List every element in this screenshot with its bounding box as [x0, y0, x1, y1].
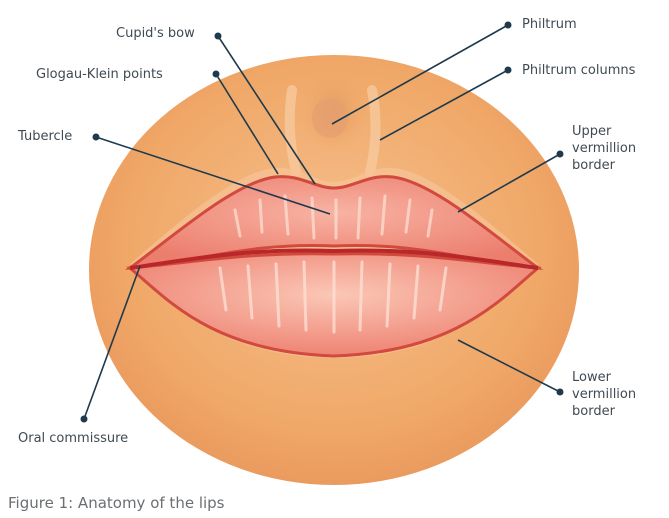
- lower-lip-texture: [218, 260, 448, 334]
- dot-tubercle: [92, 133, 100, 141]
- figure-caption: Figure 1: Anatomy of the lips: [8, 494, 225, 512]
- label-oral-commissure: Oral commissure: [18, 431, 129, 446]
- leader-lines: [83, 24, 561, 420]
- label-cupids-bow: Cupid's bow: [116, 26, 195, 41]
- label-philtrum: Philtrum: [522, 17, 577, 32]
- label-glogau-klein: Glogau-Klein points: [36, 67, 163, 82]
- upper-lip-texture: [233, 194, 434, 240]
- leader-lower-vermillion: [457, 339, 561, 393]
- label-philtrum-columns: Philtrum columns: [522, 63, 636, 78]
- dot-oral-commissure: [80, 415, 88, 423]
- leader-tubercle: [95, 136, 331, 215]
- dot-cupids-bow: [214, 32, 222, 40]
- leader-philtrum-columns: [379, 69, 509, 141]
- dot-philtrum: [504, 21, 512, 29]
- leader-oral-commissure: [83, 265, 141, 420]
- label-lower-vermillion: Lower vermillion border: [572, 370, 637, 419]
- philtrum-center: [312, 98, 348, 138]
- leader-cupids-bow: [217, 35, 316, 185]
- leader-dots: [80, 21, 564, 423]
- upper-lip: [124, 175, 544, 270]
- label-tubercle: Tubercle: [18, 129, 73, 144]
- leader-glogau-klein: [215, 73, 279, 175]
- philtrum-column-right: [365, 85, 381, 177]
- leader-upper-vermillion: [457, 153, 561, 213]
- dot-lower-vermillion: [556, 388, 564, 396]
- dot-upper-vermillion: [556, 150, 564, 158]
- dot-philtrum-columns: [504, 66, 512, 74]
- label-upper-vermillion: Upper vermillion border: [572, 124, 637, 173]
- dot-glogau-klein: [212, 70, 220, 78]
- lip-line: [129, 248, 539, 270]
- leader-philtrum: [331, 24, 509, 125]
- philtrum-column-left: [284, 85, 301, 177]
